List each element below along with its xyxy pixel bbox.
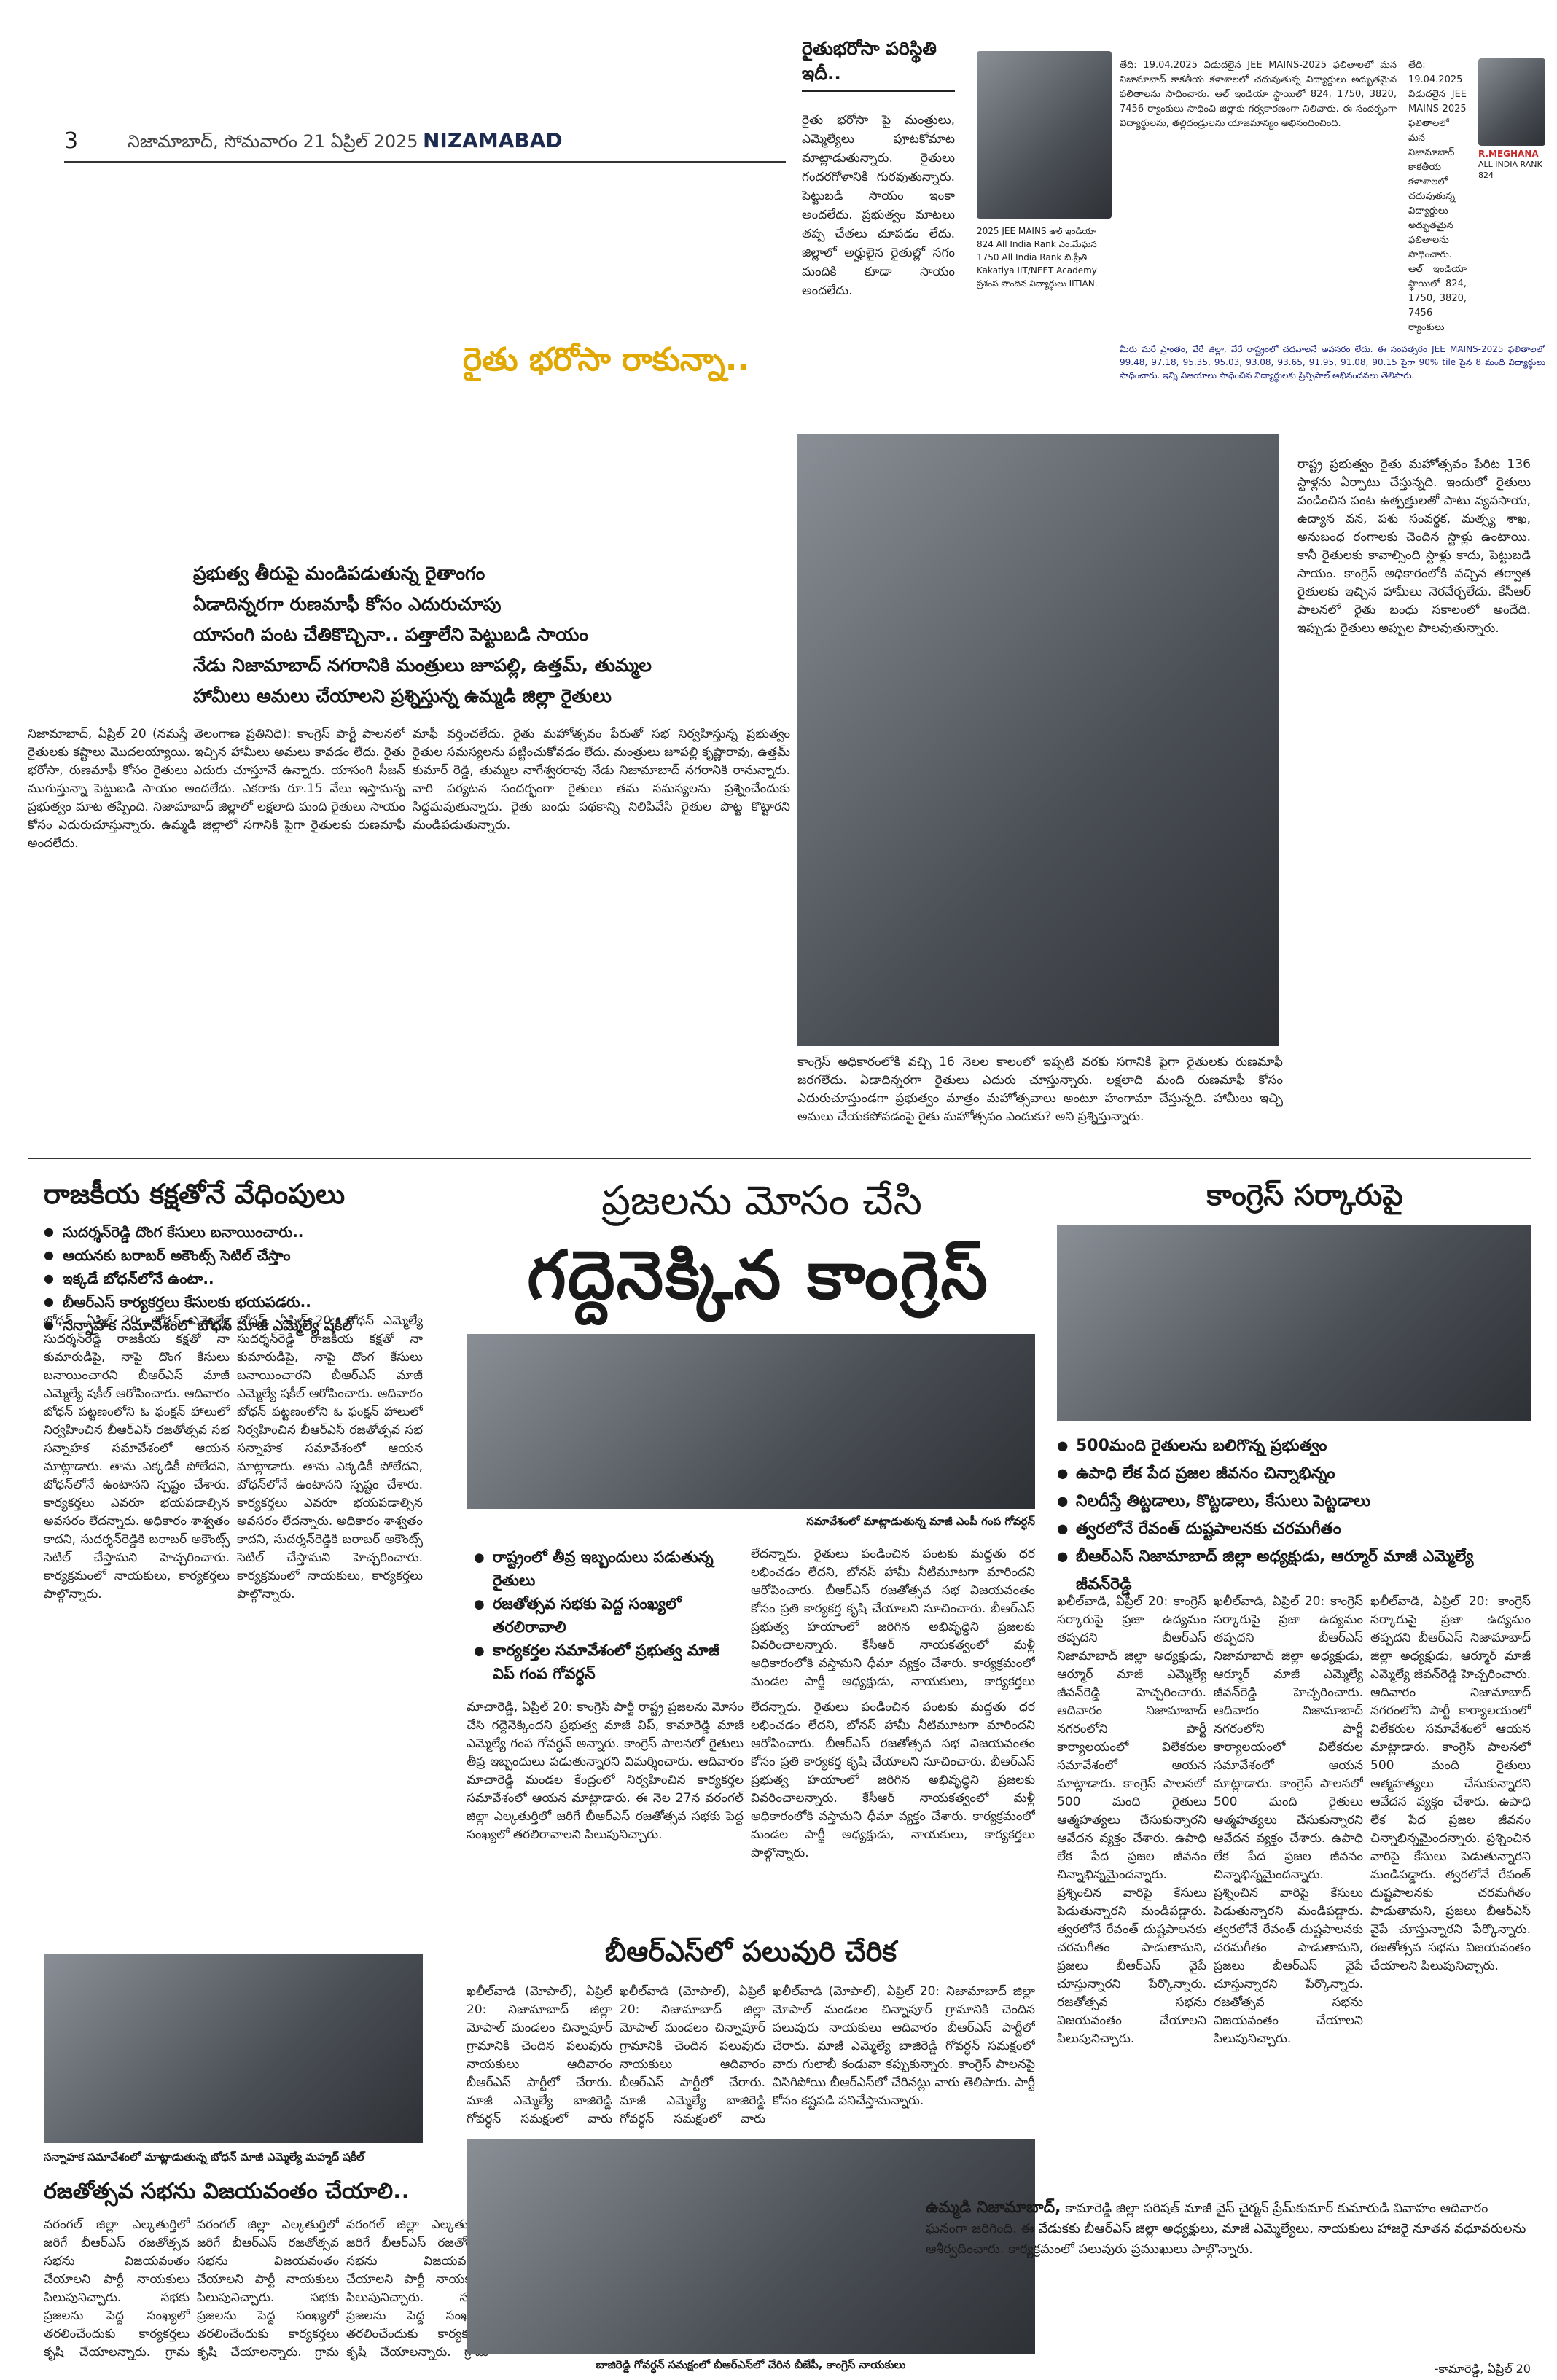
center-kicker: ప్రజలను మోసం చేసి — [601, 1177, 922, 1225]
bodhan-block: రాజకీయ కక్షతోనే వేధింపులు సుదర్శన్‌రెడ్డ… — [44, 1175, 423, 1337]
wedding-body: కామారెడ్డి జిల్లా పరిషత్ మాజీ వైస్ చైర్మ… — [926, 2201, 1526, 2257]
wedding-brief: ఉమ్మడి నిజామాబాద్, కామారెడ్డి జిల్లా పరి… — [926, 2198, 1531, 2365]
jee-photo-block: 2025 JEE MAINS ఆల్ ఇండియా 824 All India … — [977, 51, 1112, 343]
bodhan-bullet: ఇక్కడే బోధన్‌లోనే ఉంటా.. — [44, 1267, 423, 1290]
center-bullets: రాష్ట్రంలో తీవ్ర ఇబ్బందులు పడుతున్న రైతు… — [474, 1545, 744, 1685]
right-bullet: త్వరలోనే రేవంత్ దుష్టపాలనకు చరమగీతం — [1057, 1515, 1531, 1543]
bodhan-headline: రాజకీయ కక్షతోనే వేధింపులు — [44, 1178, 346, 1210]
center-col-1: మాచారెడ్డి, ఏప్రిల్ 20: కాంగ్రెస్ పార్టీ… — [467, 1700, 744, 1842]
brs-join-col-3: ఖలీల్‌వాడి (మోపాల్), ఏప్రిల్ 20: నిజామాబ… — [773, 1984, 1035, 2108]
topper-name: R.MEGHANA — [1478, 149, 1539, 159]
bodhan-bullets: సుదర్శన్‌రెడ్డి దొంగ కేసులు బనాయించారు..… — [44, 1220, 423, 1337]
center-headline: గద్దెనెక్కిన కాంగ్రెస్ — [527, 1236, 989, 1314]
bodhan-photo-caption: సన్నాహక సమావేశంలో మాట్లాడుతున్న బోధన్ మా… — [44, 2150, 364, 2164]
right-bullet: ఉపాధి లేక పేద ప్రజల జీవనం చిన్నాభిన్నం — [1057, 1460, 1531, 1488]
rally-headline: రజతోత్సవ సభను విజయవంతం చేయాలి.. — [44, 2179, 410, 2204]
wedding-lead: ఉమ్మడి నిజామాబాద్, — [926, 2198, 1061, 2217]
center-bullet: కార్యకర్తల సమావేశంలో ప్రభుత్వ మాజీ విప్ … — [474, 1639, 744, 1685]
center-col-top: లేదన్నారు. రైతులు పండించిన పంటకు మద్దతు … — [751, 1547, 1035, 1689]
deck-line-1: ప్రభుత్వ తీరుపై మండిపడుతున్న రైతాంగం — [193, 563, 485, 584]
jee-body-b: తేది: 19.04.2025 విడుదలైన JEE MAINS-2025… — [1408, 60, 1467, 333]
center-col-2: లేదన్నారు. రైతులు పండించిన పంటకు మద్దతు … — [751, 1700, 1035, 1860]
brs-join-col-1: ఖలీల్‌వాడి (మోపాల్), ఏప్రిల్ 20: నిజామాబ… — [467, 1984, 612, 2126]
jee-body-a: తేది: 19.04.2025 విడుదలైన JEE MAINS-2025… — [1120, 60, 1397, 129]
bodhan-photo — [44, 1954, 423, 2143]
rally-col-2: వరంగల్ జిల్లా ఎల్కతుర్తిలో జరిగే బీఆర్ఎస… — [197, 2217, 339, 2360]
right-headline: కాంగ్రెస్ సర్కారుపై — [1206, 1179, 1403, 1212]
topper-block: R.MEGHANA ALL INDIA RANK 824 — [1478, 58, 1545, 181]
topper-photo — [1478, 58, 1545, 146]
brs-join-headline: బీఆర్ఎస్‌లో పలువురి చేరిక — [604, 1935, 897, 1967]
wedding-dateline: -కామారెడ్డి, ఏప్రిల్ 20 — [1434, 2362, 1531, 2376]
center-bullet: రజతోత్సవ సభకు పెద్ద సంఖ్యలో తరలిరావాలి — [474, 1592, 744, 1639]
farmers-photo — [797, 434, 1279, 1046]
jee-photo-caption: 2025 JEE MAINS ఆల్ ఇండియా 824 All India … — [977, 226, 1098, 289]
right-col-3: ఖలీల్‌వాడి, ఏప్రిల్ 20: కాంగ్రెస్ సర్కార… — [1370, 1594, 1531, 1973]
right-col-1: ఖలీల్‌వాడి, ఏప్రిల్ 20: కాంగ్రెస్ సర్కార… — [1057, 1594, 1206, 2046]
right-col-2: ఖలీల్‌వాడి, ఏప్రిల్ 20: కాంగ్రెస్ సర్కార… — [1214, 1594, 1363, 2046]
jee-footer: మీరు మరే ప్రాంతం, వేరే జిల్లా, వేరే రాష్… — [1120, 344, 1545, 381]
jeevan-photo — [1057, 1225, 1531, 1421]
farmers-bottom-band: కాంగ్రెస్ అధికారంలోకి వచ్చి 16 నెలల కాలం… — [797, 1055, 1283, 1124]
topper-rank: ALL INDIA RANK 824 — [1478, 160, 1542, 180]
bodhan-bullet: సుదర్శన్‌రెడ్డి దొంగ కేసులు బనాయించారు.. — [44, 1220, 423, 1244]
raitu-bharosa-column: రైతుభరోసా పరిస్థితి ఇదీ.. రైతు భరోసా పై … — [802, 36, 955, 351]
right-bullet: బీఆర్ఎస్ నిజామాబాద్ జిల్లా అధ్యక్షుడు, ఆ… — [1057, 1543, 1531, 1599]
farmers-col-1: నిజామాబాద్, ఏప్రిల్ 20 (నమస్తే తెలంగాణ ప… — [28, 727, 405, 851]
rally-col-1: వరంగల్ జిల్లా ఎల్కతుర్తిలో జరిగే బీఆర్ఎస… — [44, 2217, 190, 2360]
farmers-col-3: రాష్ట్ర ప్రభుత్వం రైతు మహోత్సవం పేరిట 13… — [1298, 457, 1531, 636]
rally-col-3: వరంగల్ జిల్లా ఎల్కతుర్తిలో జరిగే బీఆర్ఎస… — [346, 2217, 488, 2360]
right-bullet: నిలదీస్తే తిట్టడాలు, కొట్టడాలు, కేసులు ప… — [1057, 1488, 1531, 1515]
bodhan-bullet: సన్నాహక సమావేశంలో బోధన్ మాజీ ఎమ్మెల్యే ష… — [44, 1314, 423, 1337]
brs-join-caption: బాజిరెడ్డి గోవర్ధన్ సమక్షంలో బీఆర్ఎస్‌లో… — [596, 2358, 906, 2371]
right-bullets: 500మంది రైతులను బలిగొన్న ప్రభుత్వం ఉపాధి… — [1057, 1432, 1531, 1599]
gampa-photo — [467, 1334, 1035, 1509]
brs-join-col-2: ఖలీల్‌వాడి (మోపాల్), ఏప్రిల్ 20: నిజామాబ… — [620, 1984, 765, 2126]
raitu-bharosa-body: రైతు భరోసా పై మంత్రులు, ఎమ్మెల్యేలు పూటక… — [802, 113, 955, 298]
sub-headline: రైతుభరోసా పరిస్థితి ఇదీ.. — [802, 36, 955, 92]
farmers-deck: ప్రభుత్వ తీరుపై మండిపడుతున్న రైతాంగం ఏడా… — [193, 558, 1155, 711]
brs-join-photo — [467, 2139, 1035, 2354]
jee-ad: 2025 JEE MAINS ఆల్ ఇండియా 824 All India … — [977, 51, 1545, 386]
page-number: 3 — [64, 128, 79, 154]
deck-line-5: హామీలు అమలు చేయాలని ప్రశ్నిస్తున్న ఉమ్మడ… — [193, 685, 612, 706]
center-bullet: రాష్ట్రంలో తీవ్ర ఇబ్బందులు పడుతున్న రైతు… — [474, 1545, 744, 1592]
deck-line-2: ఏడాదిన్నరగా రుణమాఫీ కోసం ఎదురుచూపు — [193, 593, 502, 614]
right-bullet: 500మంది రైతులను బలిగొన్న ప్రభుత్వం — [1057, 1432, 1531, 1460]
deck-line-4: నేడు నిజామాబాద్ నగరానికి మంత్రులు జూపల్ల… — [193, 655, 652, 676]
bodhan-bullet: బీఆర్ఎస్ కార్యకర్తలు కేసులకు భయపడరు.. — [44, 1290, 423, 1314]
section-rule — [28, 1158, 1531, 1159]
bodhan-col-1: బోధన్, ఏప్రిల్ 20: బోధన్ ఎమ్మెల్యే సుదర్… — [44, 1314, 230, 1601]
bodhan-col-2: బోధన్, ఏప్రిల్ 20: బోధన్ ఎమ్మెల్యే సుదర్… — [237, 1314, 423, 1601]
edition-name: NIZAMABAD — [423, 128, 563, 152]
gampa-photo-caption: సమావేశంలో మాట్లాడుతున్న మాజీ ఎంపీ గంప గో… — [806, 1515, 1035, 1528]
masthead-rule — [64, 161, 786, 163]
farmers-col-2: మాఫీ వర్తించలేదు. రైతు మహోత్సవం పేరుతో స… — [413, 727, 790, 832]
top-kicker: రైతు భరోసా రాకున్నా.. — [463, 341, 750, 378]
students-photo — [977, 51, 1112, 219]
deck-line-3: యాసంగి పంట చేతికొచ్చినా.. పత్తాలేని పెట్… — [193, 624, 589, 645]
date-line: నిజామాబాద్, సోమవారం 21 ఏప్రిల్ 2025 — [128, 131, 418, 152]
bodhan-bullet: ఆయనకు బరాబర్ అకౌంట్స్ సెటిల్ చేస్తాం — [44, 1244, 423, 1267]
